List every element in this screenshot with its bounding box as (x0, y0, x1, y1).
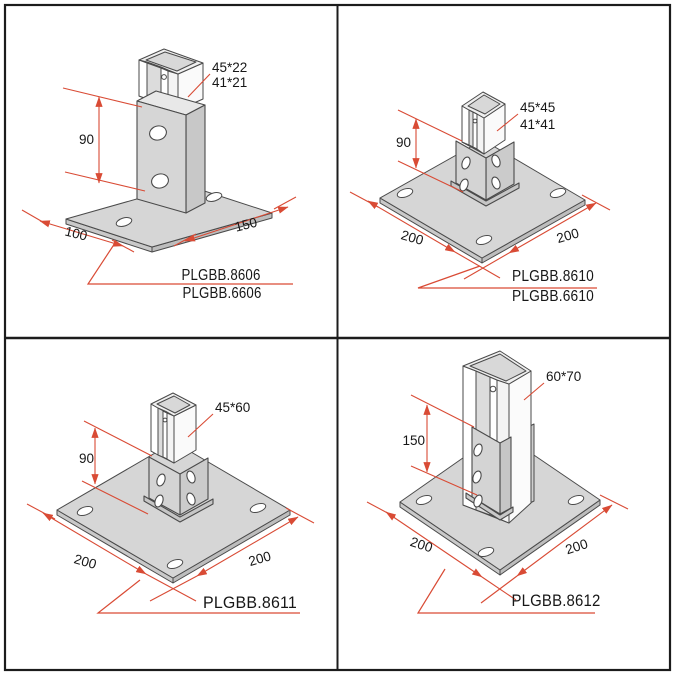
post-fitting (143, 456, 214, 523)
height-dimension-label: 90 (396, 135, 411, 150)
height-dimension-label: 90 (79, 451, 94, 466)
part-number: PLGBB.8606 (182, 267, 261, 284)
dimension-lines (26, 413, 315, 614)
post-fitting (450, 140, 520, 207)
plate-width-label: 200 (408, 534, 434, 555)
dimension-lines (21, 73, 297, 285)
plate-width-label: 100 (63, 224, 88, 244)
part-number: PLGBB.8610 (512, 268, 594, 285)
plate-length-label: 200 (555, 225, 581, 246)
plate-length-label: 200 (247, 548, 273, 569)
plate-width-label: 200 (72, 551, 98, 572)
height-dimension-label: 150 (402, 433, 425, 448)
plate-length-label: 150 (233, 215, 258, 235)
post-fitting (136, 90, 206, 214)
channel-size-label: 60*70 (546, 369, 581, 384)
channel-size-label: 41*41 (520, 117, 555, 132)
quadrant-top-left: 90 45*22 41*21 150 100 PLGBB.8606 PLGBB.… (21, 48, 297, 302)
dimension-lines (349, 109, 611, 289)
dimension-lines (366, 382, 629, 614)
page-frame (3, 3, 672, 672)
channel-size-label: 45*45 (520, 100, 555, 115)
strut-channel (461, 91, 506, 155)
quadrant-top-right: 90 45*45 41*41 200 200 PLGBB.8610 PLGBB.… (349, 91, 611, 305)
part-number: PLGBB.6606 (183, 285, 262, 302)
channel-size-label: 45*60 (215, 400, 250, 415)
post-fitting (465, 426, 514, 521)
plate-length-label: 200 (564, 536, 590, 557)
quadrant-bottom-left: 90 45*60 200 200 PLGBB.8611 (26, 392, 315, 614)
channel-size-label: 41*21 (212, 75, 247, 90)
strut-channel (150, 392, 197, 464)
part-number: PLGBB.6610 (512, 288, 594, 305)
channel-size-label: 45*22 (212, 60, 247, 75)
plate-width-label: 200 (399, 227, 425, 248)
part-number: PLGBB.8612 (512, 592, 601, 610)
part-number: PLGBB.8611 (203, 594, 297, 612)
height-dimension-label: 90 (79, 132, 94, 147)
quadrant-bottom-right: 150 60*70 200 200 PLGBB.8612 (366, 350, 629, 614)
